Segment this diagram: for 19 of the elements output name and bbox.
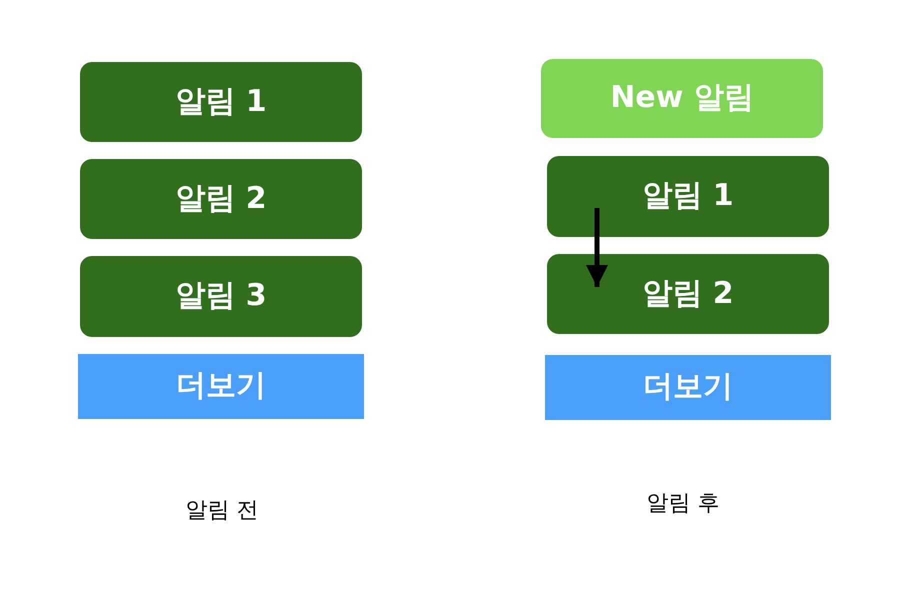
more-bar bbox=[545, 355, 831, 420]
card-title: New 알림 bbox=[610, 81, 754, 116]
caption: 알림 후 bbox=[646, 491, 720, 518]
notification-card bbox=[547, 156, 829, 237]
notification-card bbox=[547, 254, 829, 334]
caption: 알림 전 bbox=[186, 498, 258, 524]
card-title: 더보기 bbox=[643, 370, 733, 405]
card-title: 알림 1 bbox=[642, 179, 734, 214]
notification-card bbox=[80, 62, 362, 142]
notification-card bbox=[80, 256, 362, 337]
new-notification-card bbox=[541, 59, 823, 138]
card-title: 알림 3 bbox=[175, 279, 267, 314]
more-bar bbox=[78, 354, 364, 419]
card-title: 알림 2 bbox=[175, 182, 267, 216]
card-title: 알림 2 bbox=[642, 276, 734, 312]
card-title: 알림 1 bbox=[175, 84, 267, 120]
notification-card bbox=[80, 159, 362, 239]
arrow bbox=[586, 208, 608, 287]
card-title: 더보기 bbox=[176, 369, 266, 404]
